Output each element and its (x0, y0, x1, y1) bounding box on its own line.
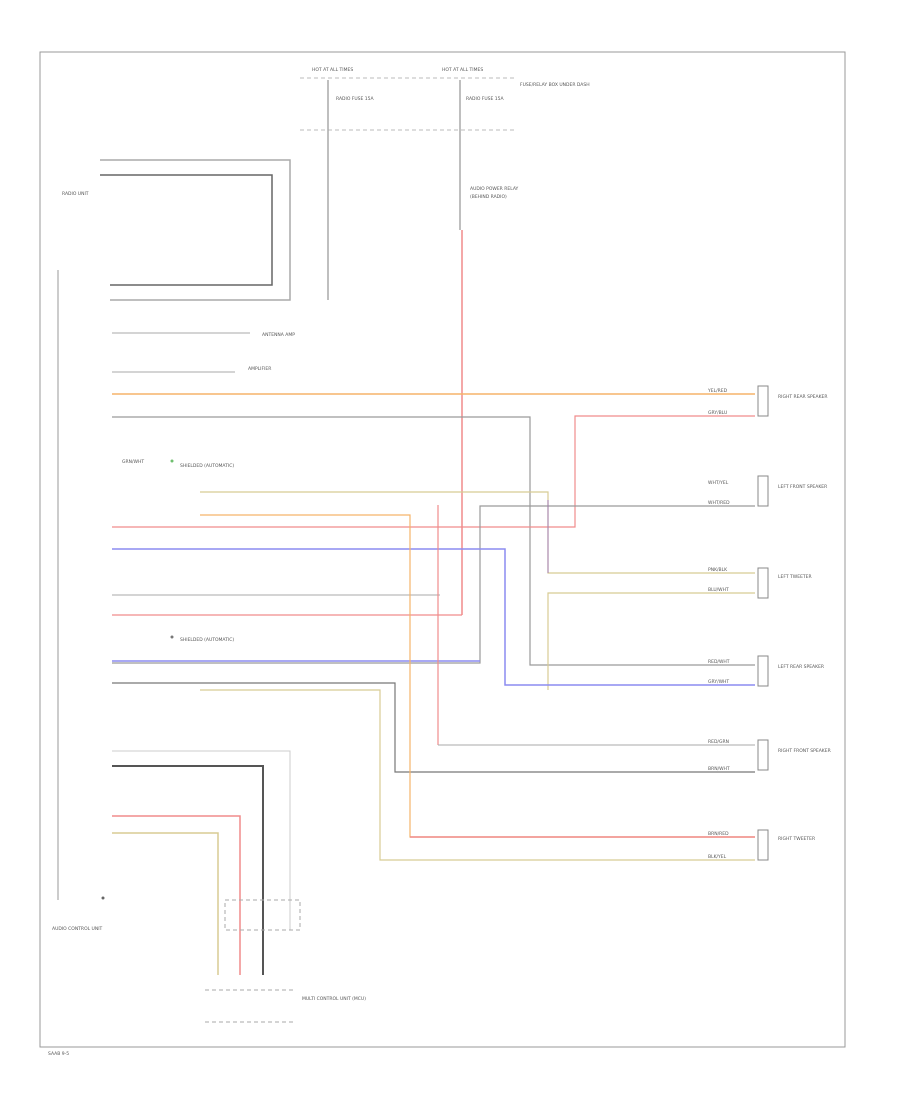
label-lr-2: GRY/WHT (708, 679, 729, 685)
green-dot (170, 459, 174, 463)
speaker-rt: RIGHT TWEETER (757, 829, 815, 861)
label-red-rr: GRY/BLU (708, 410, 727, 416)
audio-control-label: AUDIO CONTROL UNIT (52, 926, 103, 932)
wire-tan-lf (200, 491, 755, 574)
label-lr-1: RED/WHT (708, 659, 730, 665)
fuse-hot-label-b: HOT AT ALL TIMES (442, 67, 483, 73)
svg-text:LEFT REAR SPEAKER: LEFT REAR SPEAKER (778, 664, 824, 670)
label-lf-2: WHT/RED (708, 500, 730, 506)
radio-wire-2 (100, 174, 273, 286)
wire-bottom-red (112, 815, 241, 975)
speaker-lt: LEFT TWEETER (757, 567, 812, 599)
label-rf-1: RED/GRN (708, 739, 729, 745)
svg-text:LEFT FRONT SPEAKER: LEFT FRONT SPEAKER (778, 484, 827, 490)
wire-bottom-gray (112, 750, 291, 930)
amp-label: AMPLIFIER (248, 366, 271, 372)
speaker-rr: RIGHT REAR SPEAKER (757, 385, 828, 417)
svg-text:RIGHT FRONT SPEAKER: RIGHT FRONT SPEAKER (778, 748, 831, 754)
speaker-rf: RIGHT FRONT SPEAKER (757, 739, 831, 771)
diagram-frame (39, 51, 846, 1048)
shielded-label-1: SHIELDED (AUTOMATIC) (180, 463, 234, 469)
speaker-lr: LEFT REAR SPEAKER (757, 655, 824, 687)
label-lt-1: PNK/BLK (708, 567, 728, 573)
label-rf-2: BRN/WHT (708, 766, 730, 772)
wire-bottom-dark (112, 765, 264, 975)
antenna-label: ANTENNA AMP (262, 332, 295, 338)
wire-red-rr (112, 415, 755, 528)
fuse-panel-label: FUSE/RELAY BOX UNDER DASH (520, 82, 590, 88)
fuse-label-b: RADIO FUSE 15A (466, 96, 505, 102)
mcu-connector (224, 899, 301, 931)
label-orange-rr: YEL/RED (707, 388, 728, 394)
svg-text:RIGHT TWEETER: RIGHT TWEETER (778, 836, 815, 842)
label-lt-2: BLU/WHT (708, 587, 729, 593)
label-rt-2: BLK/YEL (708, 854, 727, 860)
pin-green: GRN/WHT (122, 459, 144, 465)
svg-text:LEFT TWEETER: LEFT TWEETER (778, 574, 812, 580)
svg-text:RIGHT REAR SPEAKER: RIGHT REAR SPEAKER (778, 394, 828, 400)
wire-dark-rf (112, 682, 755, 773)
label-rt-1: BRN/RED (708, 831, 729, 837)
ground-dot (101, 896, 105, 900)
speaker-lf: LEFT FRONT SPEAKER (757, 475, 827, 507)
wire-red-rt (200, 689, 755, 861)
audio-relay-label: AUDIO POWER RELAY (470, 186, 519, 192)
label-lf-1: WHT/YEL (708, 480, 729, 486)
wire-orange-rt (200, 514, 755, 838)
fuse-hot-label-a: HOT AT ALL TIMES (312, 67, 353, 73)
pin-dot-2 (170, 635, 174, 639)
multi-control-label: MULTI CONTROL UNIT (MCU) (302, 996, 366, 1002)
page-ref: SAAB 9-5 (48, 1051, 69, 1057)
radio-wire-1 (100, 159, 291, 301)
wire-tan-lt (547, 592, 755, 690)
wire-gray-lf (112, 505, 755, 664)
wire-blue-1 (112, 548, 755, 686)
radio-unit-label: RADIO UNIT (62, 191, 89, 197)
wire-bottom-tan (112, 832, 219, 975)
audio-relay-loc-label: (BEHIND RADIO) (470, 194, 507, 200)
wire-gray-lr (112, 416, 755, 666)
fuse-label-a: RADIO FUSE 15A (336, 96, 375, 102)
shielded-label-2: SHIELDED (AUTOMATIC) (180, 637, 234, 643)
